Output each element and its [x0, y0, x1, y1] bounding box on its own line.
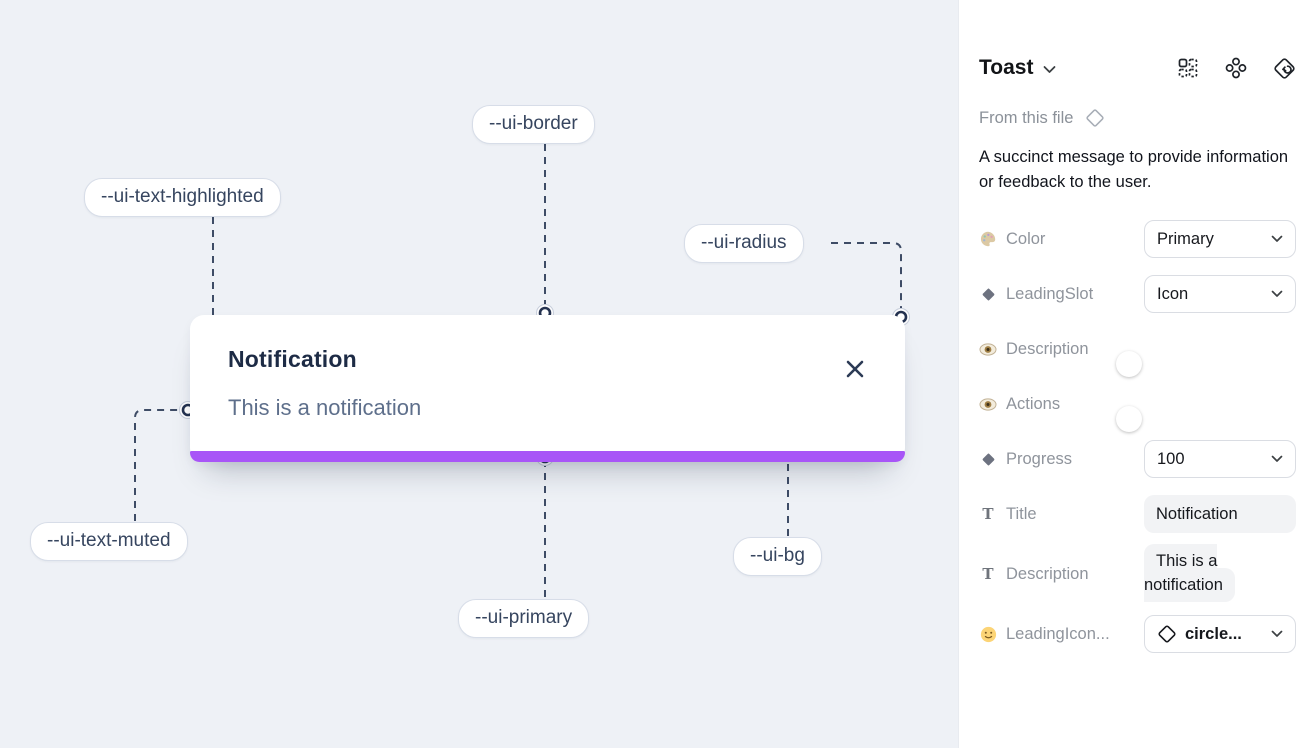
smiley-icon — [979, 626, 997, 643]
component-name: Toast — [979, 56, 1034, 79]
prop-label-color: Color — [1006, 229, 1046, 248]
source-label: From this file — [979, 108, 1074, 127]
leadingicon-select[interactable]: circle... — [1144, 615, 1296, 654]
chevron-down-icon — [1271, 450, 1283, 468]
eye-icon — [979, 398, 997, 411]
leadingslot-select[interactable]: Icon — [1144, 275, 1296, 314]
var-pill-ui-text-muted[interactable]: --ui-text-muted — [30, 522, 188, 561]
panel-header: Toast — [979, 56, 1296, 80]
progress-select-value: 100 — [1157, 449, 1185, 468]
prop-label-description: Description — [1006, 339, 1089, 358]
toast-component-preview[interactable]: Notification This is a notification — [190, 315, 905, 462]
var-pill-ui-text-highlighted[interactable]: --ui-text-highlighted — [84, 178, 281, 217]
leadingslot-select-value: Icon — [1157, 284, 1189, 303]
prop-row-description-toggle: Description — [979, 330, 1296, 378]
eye-icon — [979, 343, 997, 356]
leadingicon-select-value: circle... — [1185, 624, 1242, 643]
text-icon: T — [982, 505, 994, 524]
chevron-down-icon — [1271, 625, 1283, 643]
toast-description: This is a notification — [228, 395, 422, 420]
properties-list: Color Primary LeadingSlot — [979, 220, 1296, 654]
component-cluster-icon[interactable] — [1225, 57, 1247, 79]
prop-row-leadingicon: LeadingIcon... circle... — [979, 615, 1296, 654]
source-row: From this file — [979, 108, 1296, 128]
color-select-value: Primary — [1157, 229, 1214, 248]
diamond-icon — [979, 287, 997, 302]
prop-label-progress: Progress — [1006, 449, 1073, 468]
prop-label-title: Title — [1006, 504, 1037, 523]
chevron-down-icon[interactable] — [1043, 61, 1056, 79]
prop-label-actions: Actions — [1006, 394, 1061, 413]
diamond-outline-icon — [1086, 109, 1105, 127]
var-pill-ui-radius[interactable]: --ui-radius — [684, 224, 804, 263]
progress-select[interactable]: 100 — [1144, 440, 1296, 479]
var-pill-ui-border[interactable]: --ui-border — [472, 105, 595, 144]
prop-row-actions-toggle: Actions — [979, 385, 1296, 433]
text-icon: T — [982, 565, 994, 584]
properties-panel: Toast — [958, 0, 1312, 748]
var-pill-ui-primary[interactable]: --ui-primary — [458, 599, 590, 638]
palette-icon — [979, 230, 997, 248]
prop-row-description-text: T Description This is a notification — [979, 544, 1296, 603]
color-select[interactable]: Primary — [1144, 220, 1296, 259]
prop-row-title: T Title Notification — [979, 495, 1296, 534]
close-icon[interactable] — [843, 357, 867, 381]
diamond-icon — [979, 452, 997, 467]
toast-title: Notification — [228, 346, 357, 372]
description-field[interactable]: This is a notification — [1144, 544, 1235, 603]
diamond-outline-icon — [1157, 624, 1177, 644]
swap-instance-icon[interactable] — [1273, 57, 1296, 80]
prop-label-leadingslot: LeadingSlot — [1006, 284, 1094, 303]
prop-row-progress: Progress 100 — [979, 440, 1296, 479]
variants-grid-icon[interactable] — [1177, 57, 1199, 79]
chevron-down-icon — [1271, 230, 1283, 248]
title-field[interactable]: Notification — [1144, 495, 1296, 534]
var-pill-ui-bg[interactable]: --ui-bg — [733, 537, 822, 576]
prop-label-leadingicon: LeadingIcon... — [1006, 624, 1110, 643]
design-canvas[interactable]: Notification This is a notification --ui… — [0, 0, 958, 748]
prop-row-leadingslot: LeadingSlot Icon — [979, 275, 1296, 314]
toast-progress-bar — [190, 451, 905, 462]
prop-row-color: Color Primary — [979, 220, 1296, 259]
component-description: A succinct message to provide informatio… — [979, 148, 1289, 192]
prop-label-description-text: Description — [1006, 564, 1089, 583]
chevron-down-icon — [1271, 285, 1283, 303]
